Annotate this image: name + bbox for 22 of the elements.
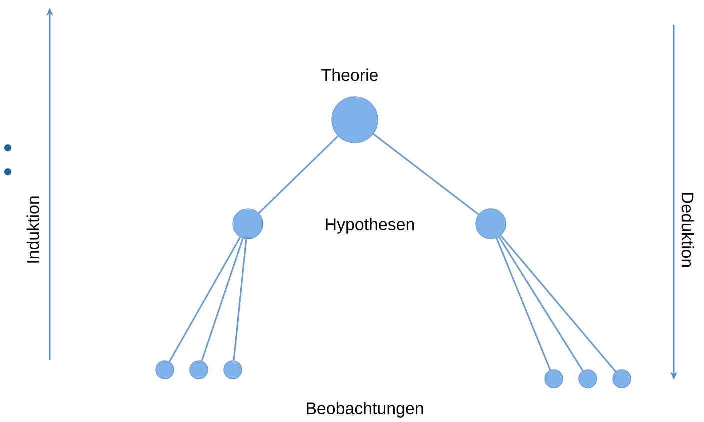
circle-node bbox=[476, 208, 506, 240]
connector-line bbox=[168, 237, 242, 362]
connector-line bbox=[233, 239, 248, 361]
connector-line bbox=[201, 238, 244, 362]
circle-node bbox=[544, 370, 564, 388]
label-text: Deduktion bbox=[682, 193, 694, 268]
connector-line bbox=[500, 235, 617, 372]
circle-node bbox=[190, 360, 208, 380]
connector-line bbox=[258, 136, 339, 214]
circle-node bbox=[578, 370, 598, 388]
label-text: Beobachtungen bbox=[307, 402, 424, 418]
label-text: Induktion bbox=[26, 196, 40, 263]
connector-line bbox=[498, 236, 584, 372]
circle-node bbox=[156, 360, 174, 380]
circle-node bbox=[332, 96, 378, 144]
circle-node bbox=[232, 208, 264, 240]
label-text: Hypothesen bbox=[326, 218, 414, 234]
connector-line bbox=[496, 238, 552, 371]
label-text: Theorie bbox=[322, 68, 378, 82]
connector-line bbox=[373, 134, 480, 216]
circle-node bbox=[612, 370, 632, 388]
circle-node bbox=[224, 360, 242, 380]
